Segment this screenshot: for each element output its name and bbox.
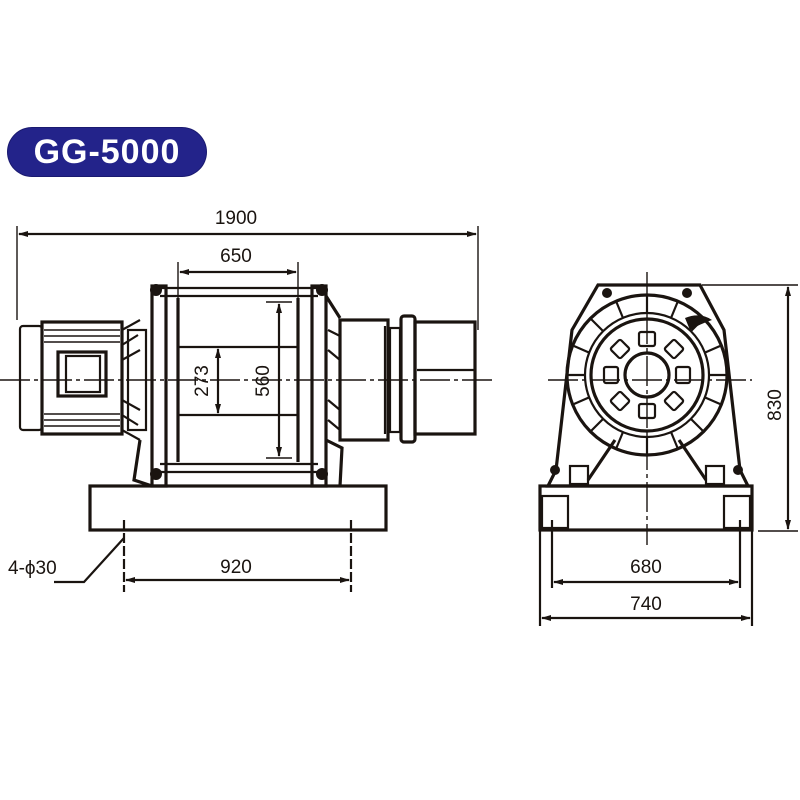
dim-1900-label: 1900 — [215, 208, 257, 229]
rope-drum: 273 560 — [150, 284, 328, 488]
mounting-holes-callout: 4-ϕ30 — [8, 520, 353, 592]
drum-flange — [565, 293, 729, 457]
dim-560-label: 560 — [253, 365, 274, 397]
side-base-frame — [538, 484, 754, 532]
dimension-base-width: 740 — [538, 530, 754, 626]
right-support — [324, 295, 344, 487]
dimension-drum-length: 650 — [177, 246, 299, 300]
left-support — [132, 439, 153, 488]
dim-680-label: 680 — [630, 557, 662, 578]
electric-motor — [18, 319, 148, 441]
holes-label: 4-ϕ30 — [8, 558, 57, 579]
side-view: 830 680 740 — [538, 272, 798, 626]
base-frame — [88, 484, 388, 532]
drum-hub — [589, 317, 705, 433]
dimension-bolt-spacing: 920 — [125, 557, 350, 583]
dim-650-label: 650 — [220, 246, 252, 267]
dimension-overall-height: 830 — [702, 284, 798, 532]
front-view: 1900 650 — [0, 208, 492, 592]
dimension-overall-length: 1900 — [16, 208, 479, 330]
dimension-side-bolt-spacing: 680 — [550, 520, 742, 588]
dim-920-label: 920 — [220, 557, 252, 578]
model-badge: GG-5000 — [8, 128, 206, 176]
dim-740-label: 740 — [630, 594, 662, 615]
model-label: GG-5000 — [33, 132, 181, 171]
dim-273-label: 273 — [192, 365, 213, 397]
gearbox-reducer — [338, 314, 477, 444]
dim-830-label: 830 — [765, 389, 786, 421]
